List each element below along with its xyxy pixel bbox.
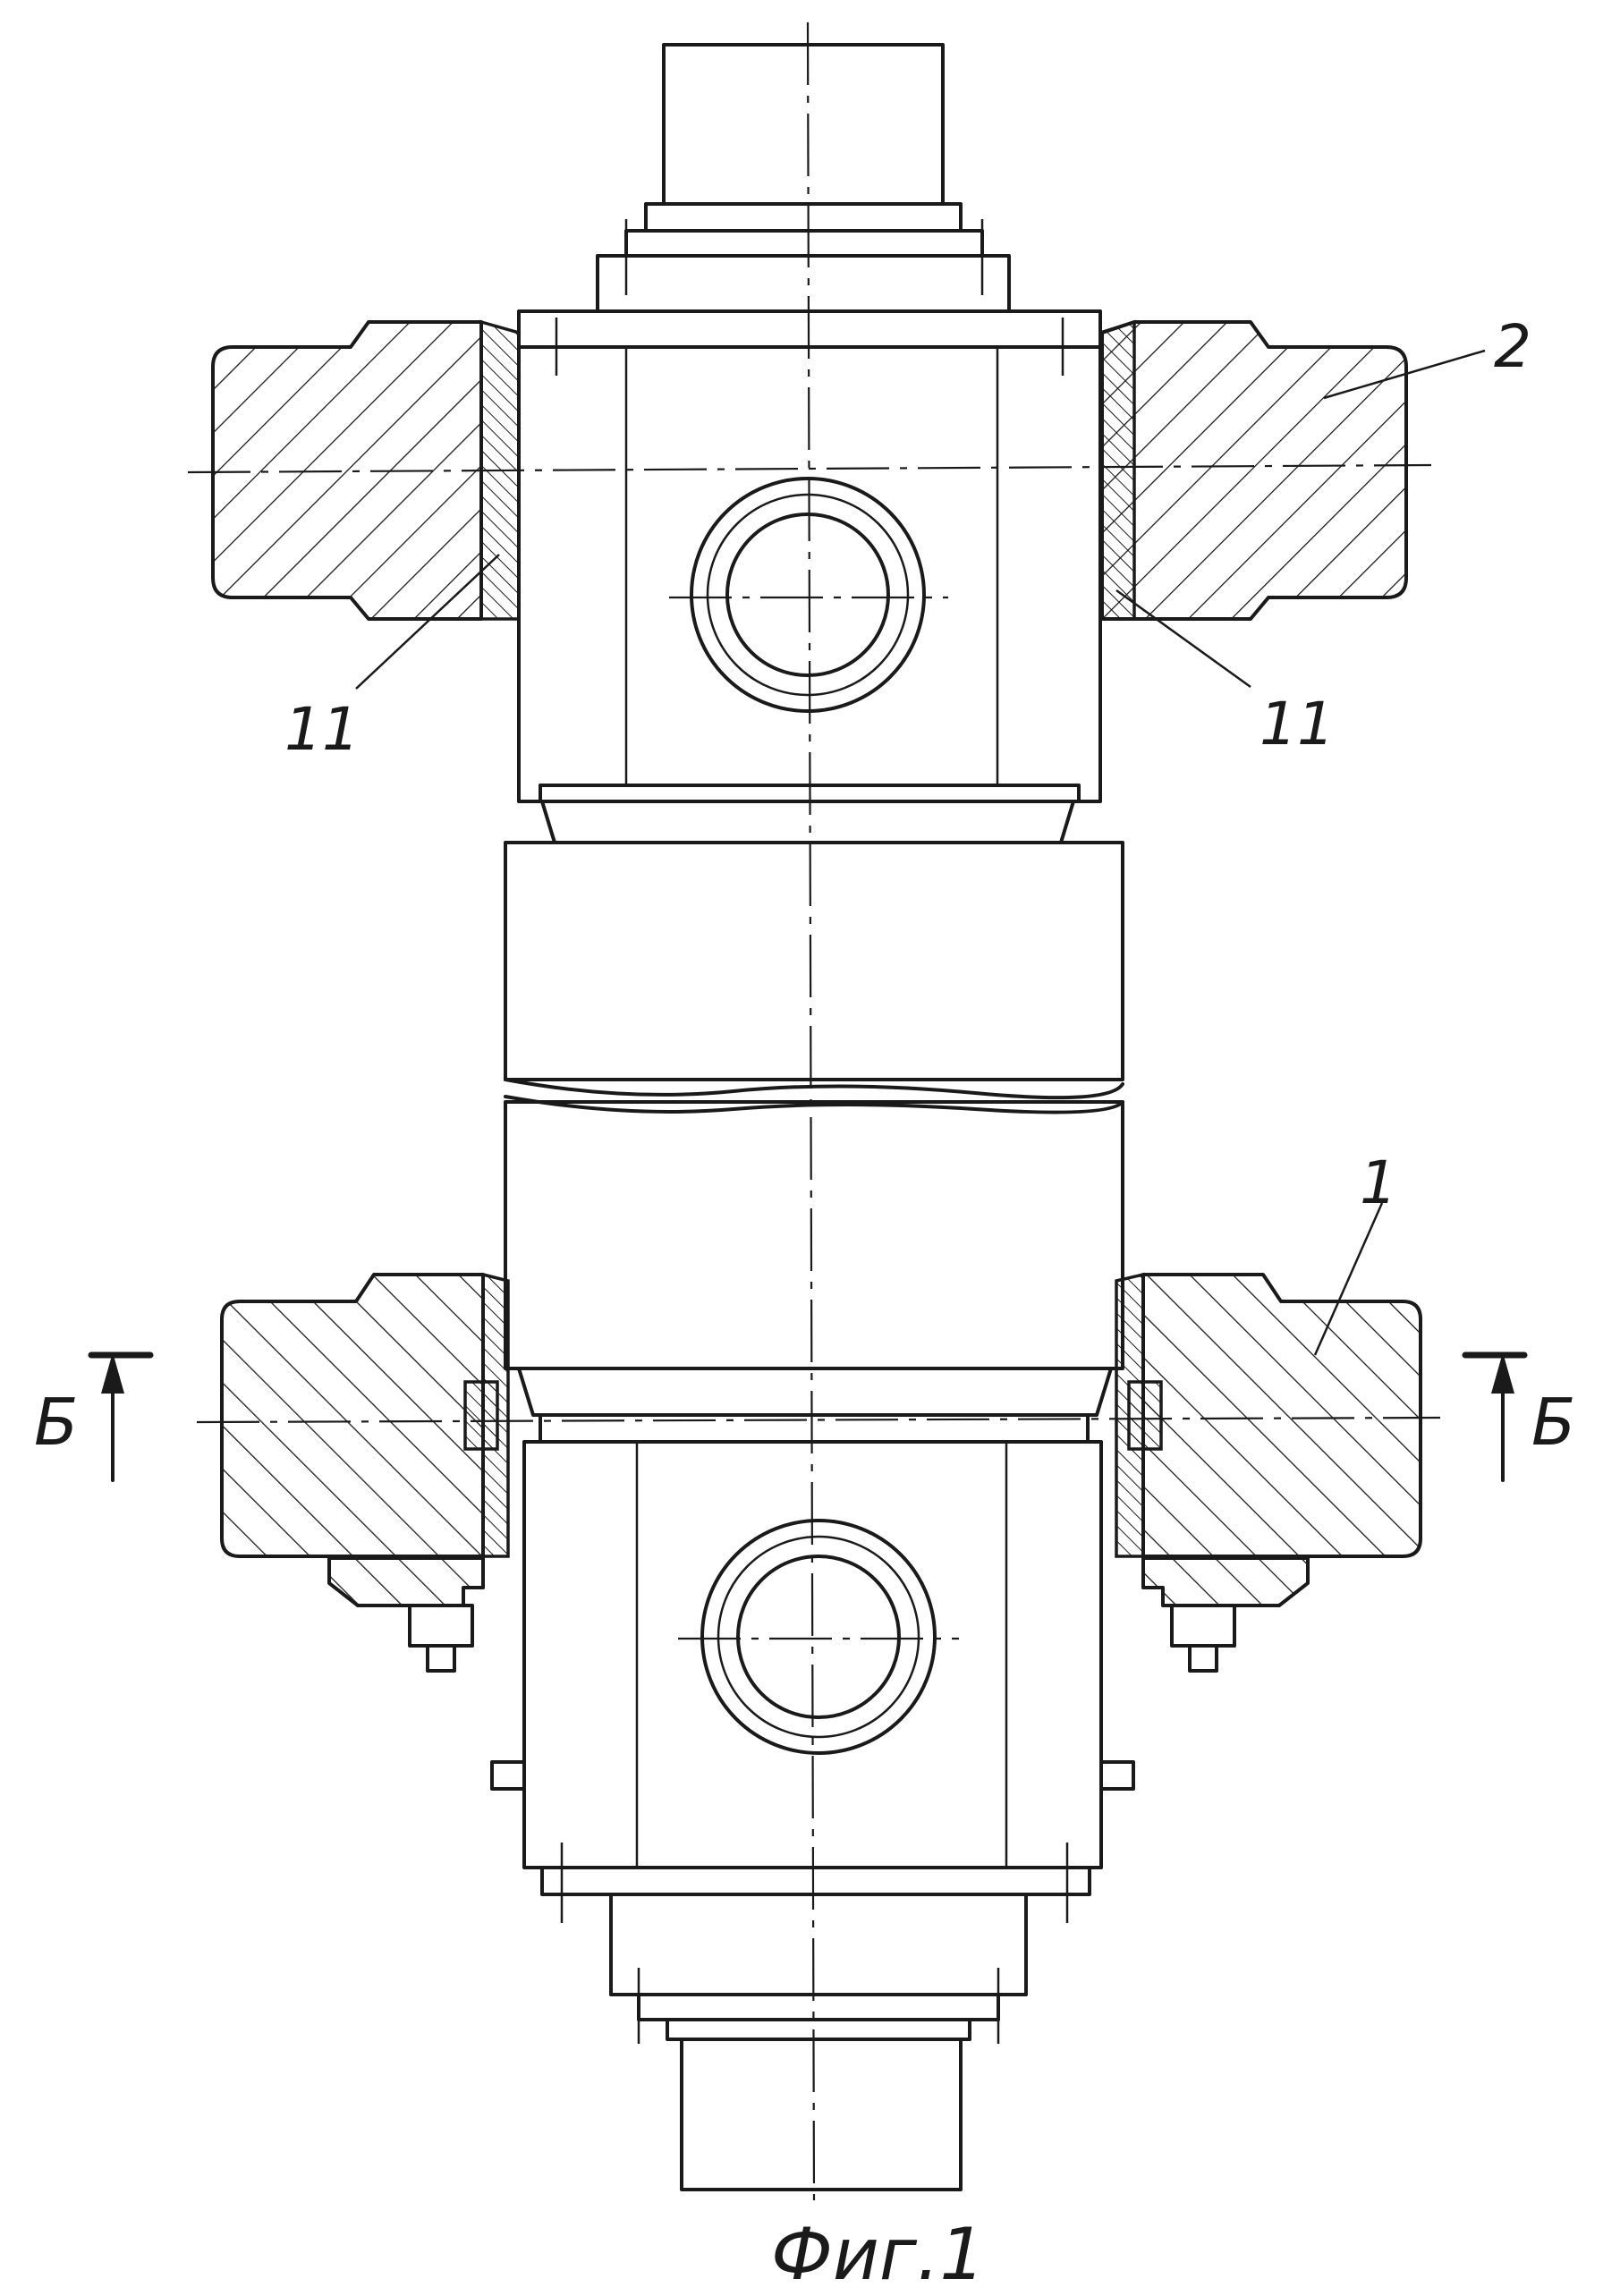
lower-support-left (222, 1275, 508, 1671)
top-shaft (598, 45, 1009, 311)
section-marker-left (91, 1352, 150, 1480)
roll-barrel (505, 801, 1123, 1415)
label-part-11-right: 11 (1260, 690, 1335, 758)
label-part-11-left: 11 (284, 695, 360, 764)
label-part-2: 2 (1494, 312, 1531, 381)
label-part-1: 1 (1360, 1148, 1397, 1217)
bottom-shaft (611, 1894, 1026, 2190)
figure-caption: Фиг.1 (771, 2213, 985, 2296)
label-section-left: Б (34, 1385, 78, 1460)
lower-support-right (1116, 1275, 1421, 1671)
section-marker-right (1465, 1352, 1524, 1480)
upper-support-right (1100, 322, 1406, 619)
center-axis (808, 22, 814, 2200)
label-section-right: Б (1531, 1385, 1575, 1460)
